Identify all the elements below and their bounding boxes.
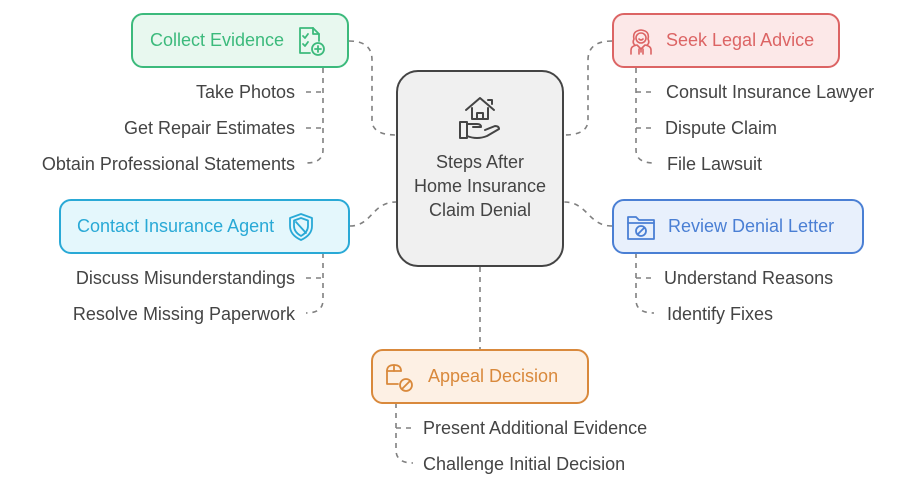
node-contact-insurance-agent-label: Contact Insurance Agent bbox=[77, 216, 275, 236]
folder-denied-icon bbox=[627, 215, 655, 240]
node-collect-evidence-label: Collect Evidence bbox=[150, 30, 285, 50]
shield-icon bbox=[289, 212, 314, 241]
subitem-understand-reasons: Understand Reasons bbox=[664, 268, 834, 288]
node-collect-evidence[interactable]: Collect Evidence bbox=[131, 13, 349, 68]
node-appeal-decision-label: Appeal Decision bbox=[428, 366, 559, 386]
node-seek-legal-advice[interactable]: Seek Legal Advice bbox=[612, 13, 840, 68]
subitem-file-lawsuit: File Lawsuit bbox=[667, 154, 763, 174]
node-review-denial-letter-label: Review Denial Letter bbox=[668, 216, 835, 236]
connector-review-denial bbox=[563, 201, 613, 227]
subitem-dispute-claim: Dispute Claim bbox=[665, 118, 778, 138]
connector-appeal-items bbox=[395, 403, 414, 464]
central-topic-title: Steps After Home Insurance Claim Denial bbox=[413, 152, 547, 220]
node-contact-insurance-agent[interactable]: Contact Insurance Agent bbox=[59, 199, 350, 254]
subitem-present-additional-evidence: Present Additional Evidence bbox=[423, 418, 648, 438]
connector-contact-agent-items bbox=[305, 253, 324, 314]
node-seek-legal-advice-label: Seek Legal Advice bbox=[666, 30, 815, 50]
subitem-get-repair-estimates: Get Repair Estimates bbox=[123, 118, 295, 138]
subitem-consult-insurance-lawyer: Consult Insurance Lawyer bbox=[666, 82, 875, 102]
connector-seek-legal-items bbox=[635, 68, 655, 164]
package-denied-icon bbox=[386, 363, 413, 392]
subitem-obtain-professional-statements: Obtain Professional Statements bbox=[41, 154, 295, 174]
subitem-resolve-missing-paperwork: Resolve Missing Paperwork bbox=[72, 304, 295, 324]
subitem-identify-fixes: Identify Fixes bbox=[667, 304, 774, 324]
connector-seek-legal-advice bbox=[563, 40, 613, 136]
hand-holding-house-icon bbox=[459, 97, 500, 139]
lawyer-icon bbox=[630, 28, 652, 55]
subitem-challenge-initial-decision: Challenge Initial Decision bbox=[423, 454, 626, 474]
connector-contact-agent bbox=[349, 201, 397, 227]
connector-collect-evidence bbox=[348, 40, 397, 136]
connector-collect-evidence-items bbox=[305, 68, 324, 164]
central-topic-node[interactable]: Steps After Home Insurance Claim Denial bbox=[396, 70, 564, 267]
subitem-discuss-misunderstandings: Discuss Misunderstandings bbox=[75, 268, 295, 288]
connector-review-denial-items bbox=[635, 253, 655, 314]
node-review-denial-letter[interactable]: Review Denial Letter bbox=[612, 199, 864, 254]
checklist-plus-icon bbox=[299, 26, 325, 56]
node-appeal-decision[interactable]: Appeal Decision bbox=[371, 349, 589, 404]
subitem-take-photos: Take Photos bbox=[195, 82, 295, 102]
